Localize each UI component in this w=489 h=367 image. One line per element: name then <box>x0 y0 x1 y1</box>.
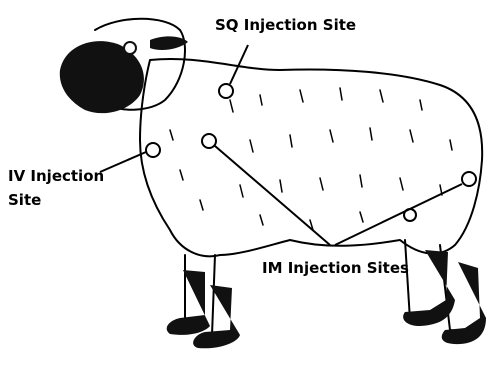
im-injection-label: IM Injection Sites <box>262 260 409 277</box>
im-leader-line-hip <box>335 184 462 245</box>
iv-injection-label-line1: IV Injection <box>8 168 104 185</box>
sq-injection-label: SQ Injection Site <box>215 17 356 34</box>
front-hoof-left <box>167 270 210 335</box>
sq-injection-site-marker <box>219 84 233 98</box>
sheep-body-outline <box>140 59 482 256</box>
im-injection-site-marker-shoulder <box>202 134 216 148</box>
im-injection-site-marker-hip <box>462 172 476 186</box>
hind-hoof-left <box>403 250 455 326</box>
iv-injection-label-line2: Site <box>8 192 41 209</box>
im-leader-line-shoulder <box>215 146 330 245</box>
sheep-eye <box>124 42 136 54</box>
iv-injection-site-marker <box>146 143 160 157</box>
sheep-ear <box>150 36 188 50</box>
iv-leader-line <box>100 152 146 172</box>
